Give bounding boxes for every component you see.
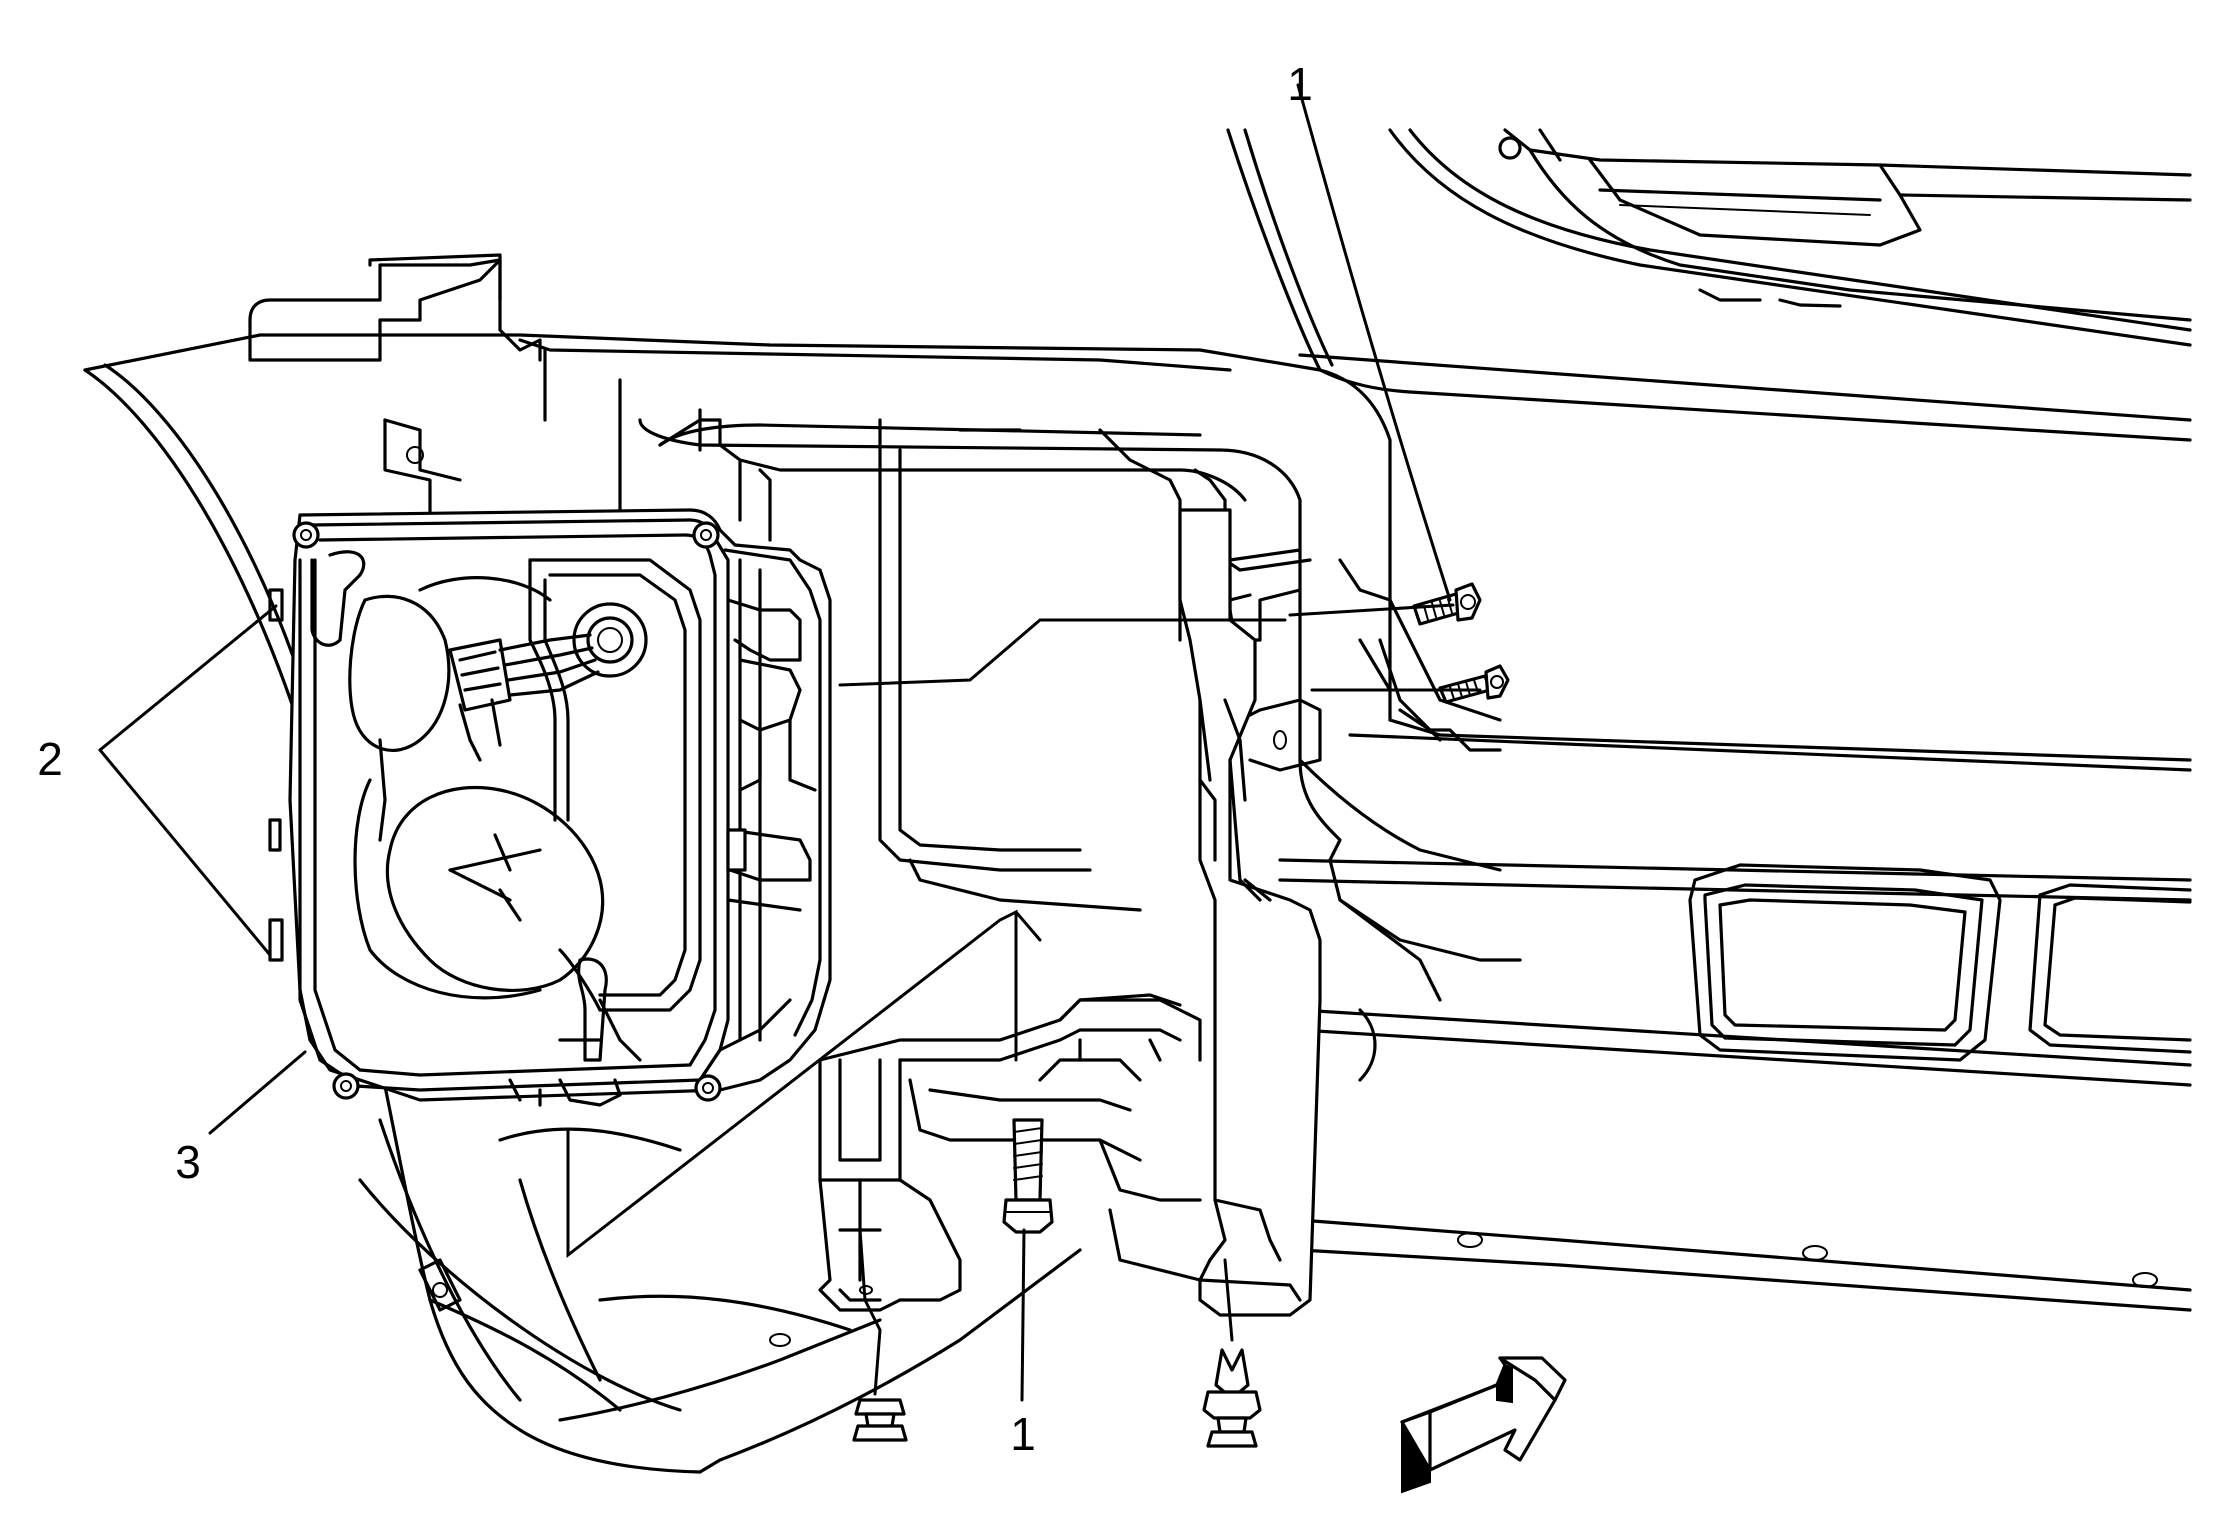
headlamp-mounting-panel xyxy=(248,253,1522,1002)
callout-1-top: 1 xyxy=(1287,58,1313,110)
forward-arrow-icon xyxy=(1400,1356,1567,1494)
grille-upper xyxy=(1498,128,2192,322)
lower-lamp-bracket xyxy=(818,993,1202,1312)
callout-1-bottom: 1 xyxy=(1010,1408,1036,1460)
push-pin-retainer-1 xyxy=(1202,1348,1262,1448)
front-bumper-fascia xyxy=(83,333,2192,1474)
lower-grille-openings xyxy=(1688,863,2192,1062)
lamp-support-bracket xyxy=(1178,508,1322,1317)
push-pin-retainer-2 xyxy=(852,1398,908,1442)
hood-outline xyxy=(1226,128,2192,442)
bolt-upper-1 xyxy=(1412,582,1482,626)
callout-2: 2 xyxy=(37,733,63,785)
headlamp-assembly xyxy=(268,508,832,1107)
callout-3: 3 xyxy=(175,1136,201,1188)
leader-lines xyxy=(98,83,1482,1402)
bolt-upper-2 xyxy=(1438,664,1510,704)
bolt-lower-1 xyxy=(1002,1118,1054,1234)
